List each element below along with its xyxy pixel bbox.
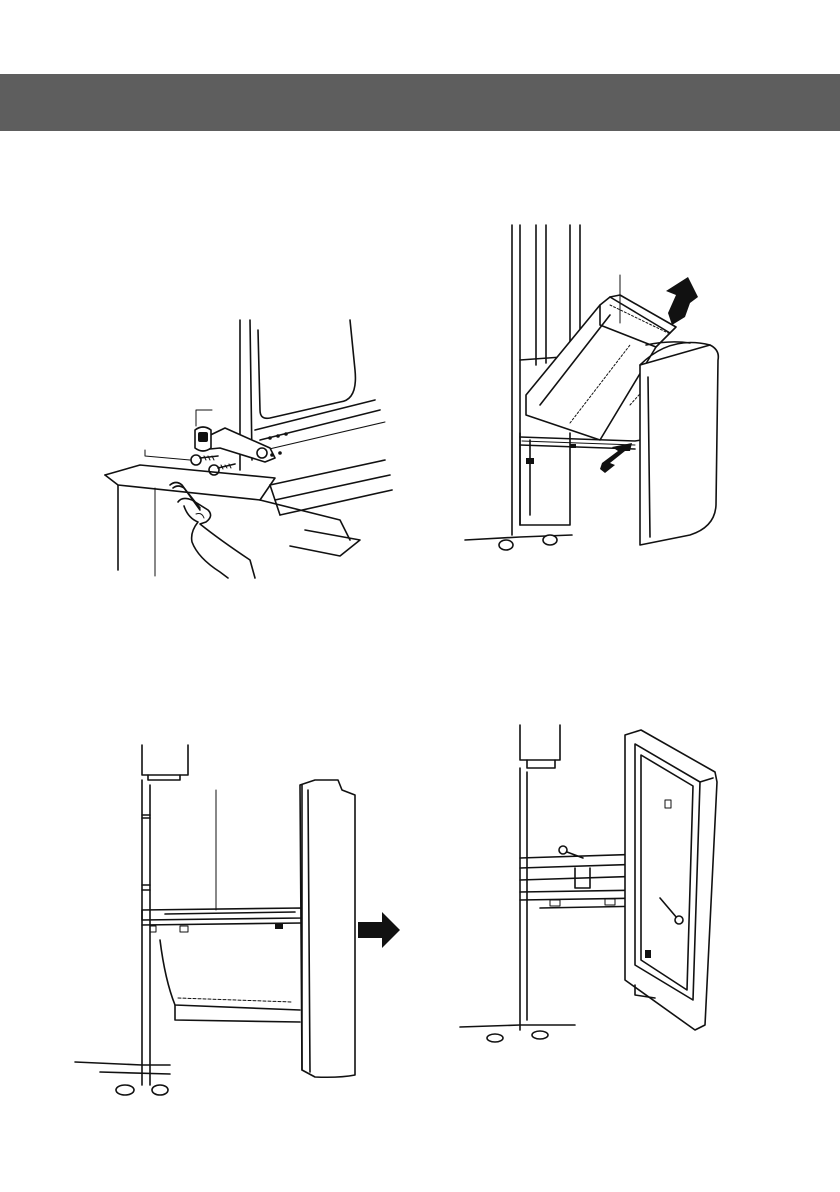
hex-key-icon (170, 483, 200, 511)
hinge-removal-illustration (100, 310, 400, 590)
up-arrow-icon (666, 277, 698, 325)
figure-hinge-removal (100, 310, 400, 590)
figure-drawer-screws (455, 720, 725, 1065)
section-header-band (0, 74, 840, 131)
drawer-lift-out-illustration (460, 215, 740, 560)
door-frame-icon (625, 730, 717, 1030)
figure-drawer-rail-side (70, 740, 410, 1105)
drawer-rail-side-illustration (70, 740, 410, 1105)
figure-drawer-lift-out (460, 215, 740, 560)
screw-icon (191, 455, 218, 465)
right-arrow-icon (358, 912, 400, 948)
hand-icon (178, 498, 255, 578)
drawer-screws-illustration (455, 720, 725, 1065)
